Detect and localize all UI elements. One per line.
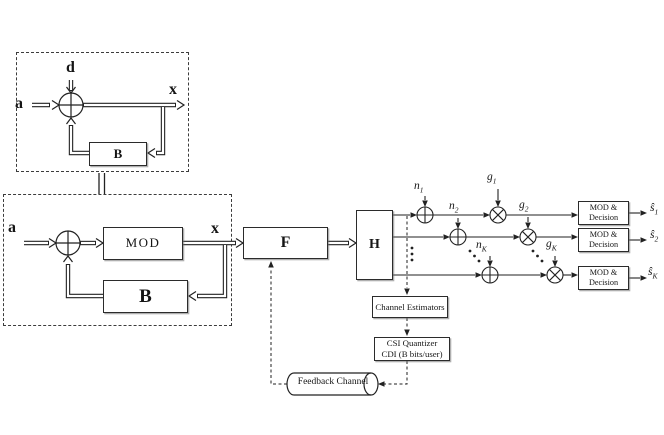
sum-node-icon [55,92,84,256]
equivalent-model-dashed-box [16,52,189,172]
channel-h-block: H [356,210,393,280]
noise-n2-label: n2 [449,200,459,215]
block-label: MOD &Decision [588,202,619,222]
signal-a-label-upper: a [15,95,23,112]
block-label: B [113,145,123,161]
mod-decision-block-2: MOD &Decision [578,228,629,252]
feedback-channel-label: Feedback Channel [297,377,369,387]
output-s1-label: ŝ1 [650,202,659,217]
signal-a-label: a [8,219,16,236]
receiver-arrowheads [410,200,647,281]
noise-nk-label: nK [476,239,487,254]
signal-x-label-upper: x [169,81,177,98]
gain-gk-label: gK [546,238,557,253]
block-label: H [369,237,380,253]
ellipsis-dots [410,246,544,263]
csi-feedback-arrowheads [268,261,410,387]
block-label: B [139,285,152,307]
transmitter-dashed-box [3,194,232,326]
csi-feedback-dashed-lines [270,216,408,385]
signal-d-label: d [66,59,75,76]
modulo-block: MOD [103,227,183,260]
gain-g2-label: g2 [519,199,529,214]
channel-estimators-block: Channel Estimators [372,296,448,318]
upper-model-arrows [32,80,186,159]
transmitter-arrows [24,237,358,302]
precoder-f-block: F [243,227,328,259]
block-label: MOD &Decision [588,229,619,249]
equivalence-bars-icon [98,173,106,194]
signal-x-label: x [211,220,219,237]
mod-decision-block-1: MOD &Decision [578,201,629,225]
output-sk-label: ŝK [648,266,658,281]
feedback-filter-b-block: B [103,280,188,313]
output-s2-label: ŝ2 [650,229,659,244]
block-label: F [280,234,291,251]
receiver-lines [393,189,640,279]
block-label: MOD &Decision [588,267,619,287]
feedback-filter-b-block-upper: B [89,142,147,166]
block-label: MOD [125,235,161,251]
block-label: Channel Estimators [375,301,445,312]
noise-n1-label: n1 [414,180,424,195]
receiver-sum-node-icon [416,206,499,284]
gain-g1-label: g1 [487,171,497,186]
multiply-node-icon [489,206,564,284]
mod-decision-block-3: MOD &Decision [578,266,629,290]
feedback-channel-shape [286,372,379,396]
